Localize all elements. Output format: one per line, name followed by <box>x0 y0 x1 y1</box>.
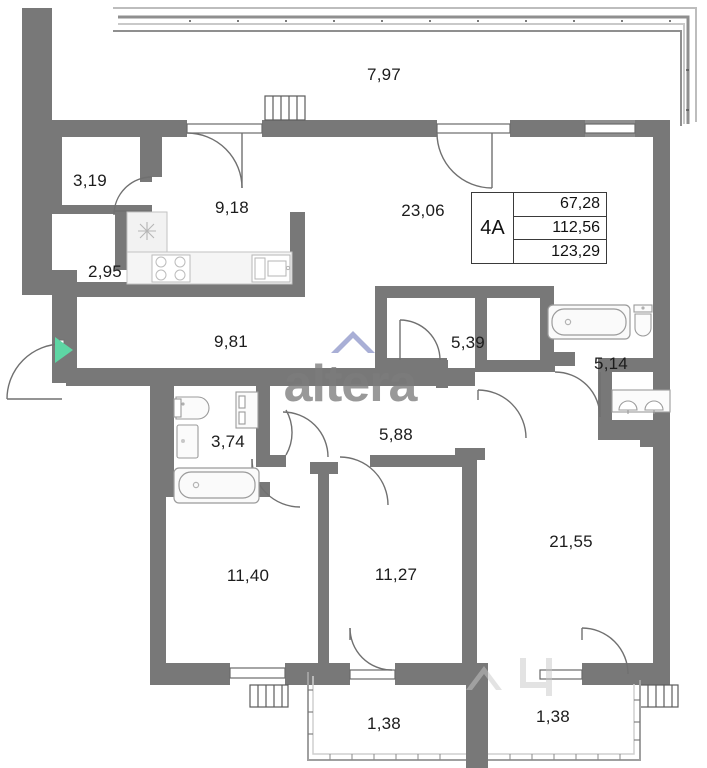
room-label-kitchen: 9,18 <box>215 198 249 217</box>
balcony-left-rail <box>307 672 466 761</box>
room-label-bedroom-left: 11,40 <box>226 566 270 585</box>
guest-bath-fixtures <box>173 391 260 504</box>
bathtub-icon <box>547 304 631 340</box>
doors <box>6 132 629 675</box>
bathtub-icon <box>173 467 260 504</box>
entry-arrow-icon <box>55 337 73 363</box>
washing-machine-icon <box>235 391 259 429</box>
double-sink-icon <box>611 389 671 414</box>
room-label-hall: 9,81 <box>214 332 248 351</box>
room-label-pantry: 2,95 <box>88 262 122 281</box>
stove-top-icon <box>138 222 156 240</box>
windows <box>186 123 636 680</box>
room-label-bedroom-middle: 11,27 <box>374 565 418 584</box>
small-sink-icon <box>176 424 199 459</box>
area-overall: 123,29 <box>551 242 600 260</box>
apartment-type-label: 4A <box>472 193 514 263</box>
room-label-balcony-left: 1,38 <box>367 714 401 733</box>
radiators <box>249 95 679 708</box>
room-label-terrace: 7,97 <box>367 65 401 84</box>
room-label-bathroom-master: 5,14 <box>594 354 628 373</box>
room-label-corridor: 5,39 <box>451 333 485 352</box>
apartment-spec-table: 4A 67,28 112,56 123,29 <box>471 192 607 264</box>
area-living: 67,28 <box>514 193 606 217</box>
toilet-icon <box>633 304 653 337</box>
room-label-bedroom-right: 21,55 <box>549 532 593 551</box>
apartment-area-values: 67,28 112,56 123,29 <box>514 193 606 263</box>
room-label-inner-corridor: 5,88 <box>379 425 413 444</box>
balconies <box>307 672 641 761</box>
room-label-balcony-right: 1,38 <box>536 707 570 726</box>
area-total: 112,56 <box>514 217 606 241</box>
room-label-wardrobe: 3,19 <box>73 171 107 190</box>
room-label-bathroom-guest: 3,74 <box>211 432 245 451</box>
master-bath-fixtures <box>547 304 671 414</box>
kitchen-fixtures <box>126 211 293 285</box>
kitchen-sink-icon <box>251 254 291 283</box>
balcony-right-rail <box>488 680 641 761</box>
toilet-icon <box>173 396 210 420</box>
walls <box>22 8 670 768</box>
room-label-living-room: 23,06 <box>401 201 445 220</box>
cooktop-icon <box>151 254 191 283</box>
terrace-outline <box>113 7 697 126</box>
